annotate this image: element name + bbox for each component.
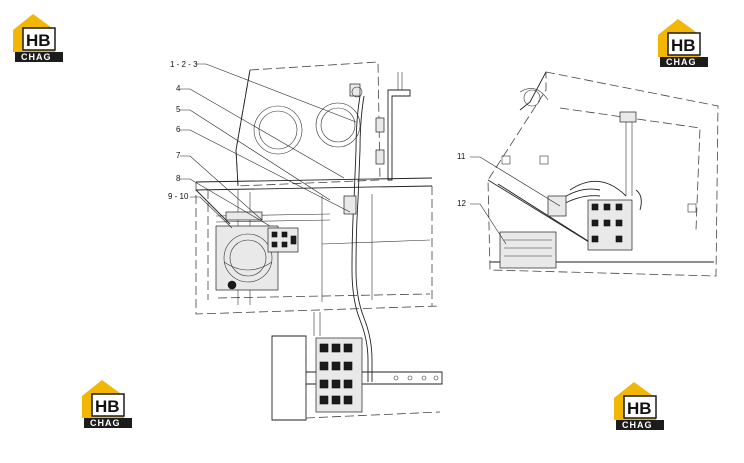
leader-lines-main bbox=[180, 63, 357, 229]
callout-7: 7 bbox=[176, 151, 181, 160]
detail-view bbox=[487, 71, 719, 277]
callout-1-2-3: 1 - 2 - 3 bbox=[170, 60, 198, 69]
logo-caption: CHAG bbox=[666, 57, 697, 67]
callout-9-10: 9 - 10 bbox=[168, 192, 189, 201]
callout-8: 8 bbox=[176, 174, 181, 183]
brand-logo-top-left: HB CHAG bbox=[9, 12, 65, 62]
brand-logo-bottom-right: HB CHAG bbox=[610, 380, 666, 430]
main-view bbox=[195, 61, 443, 421]
logo-letters: HB bbox=[26, 31, 51, 50]
callout-11: 11 bbox=[457, 152, 466, 161]
leader-lines-detail bbox=[470, 156, 561, 245]
logo-letters: HB bbox=[627, 399, 652, 418]
callout-6: 6 bbox=[176, 125, 181, 134]
logo-caption: CHAG bbox=[622, 420, 653, 430]
brand-logo-top-right: HB CHAG bbox=[654, 17, 710, 67]
logo-caption: CHAG bbox=[90, 418, 121, 428]
callout-12: 12 bbox=[457, 199, 466, 208]
callout-5: 5 bbox=[176, 105, 181, 114]
brand-logo-bottom-left: HB CHAG bbox=[78, 378, 134, 428]
logo-letters: HB bbox=[671, 36, 696, 55]
logo-caption: CHAG bbox=[21, 52, 52, 62]
callout-4: 4 bbox=[176, 84, 181, 93]
logo-letters: HB bbox=[95, 397, 120, 416]
